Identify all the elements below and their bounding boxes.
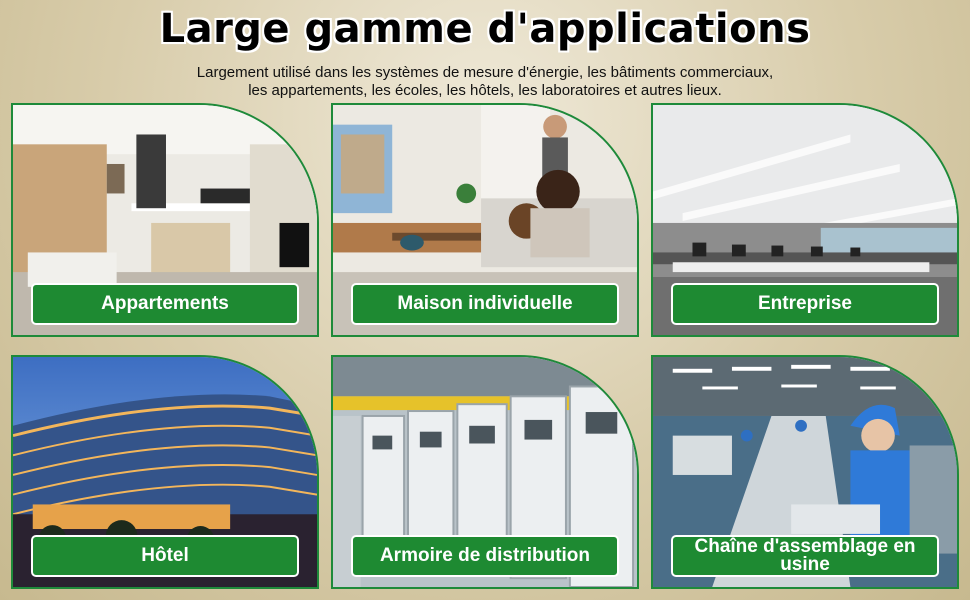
subtitle-line-2: les appartements, les écoles, les hôtels… xyxy=(248,82,722,99)
card-maison-individuelle: Maison individuelle xyxy=(331,103,639,337)
card-armoire-de-distribution: Armoire de distribution xyxy=(331,355,639,589)
card-label: Entreprise xyxy=(671,283,939,325)
card-hotel: Hôtel xyxy=(11,355,319,589)
page-title: Large gamme d'applications xyxy=(159,6,811,52)
subtitle-line-1: Largement utilisé dans les systèmes de m… xyxy=(196,64,774,81)
card-label: Appartements xyxy=(31,283,299,325)
card-label: Hôtel xyxy=(31,535,299,577)
card-chaine-assemblage: Chaîne d'assemblage en usine xyxy=(651,355,959,589)
card-entreprise: Entreprise xyxy=(651,103,959,337)
card-appartements: Appartements xyxy=(11,103,319,337)
card-label: Chaîne d'assemblage en usine xyxy=(671,535,939,577)
page-subtitle: Largement utilisé dans les systèmes de m… xyxy=(0,64,970,100)
card-label: Maison individuelle xyxy=(351,283,619,325)
card-label: Armoire de distribution xyxy=(351,535,619,577)
